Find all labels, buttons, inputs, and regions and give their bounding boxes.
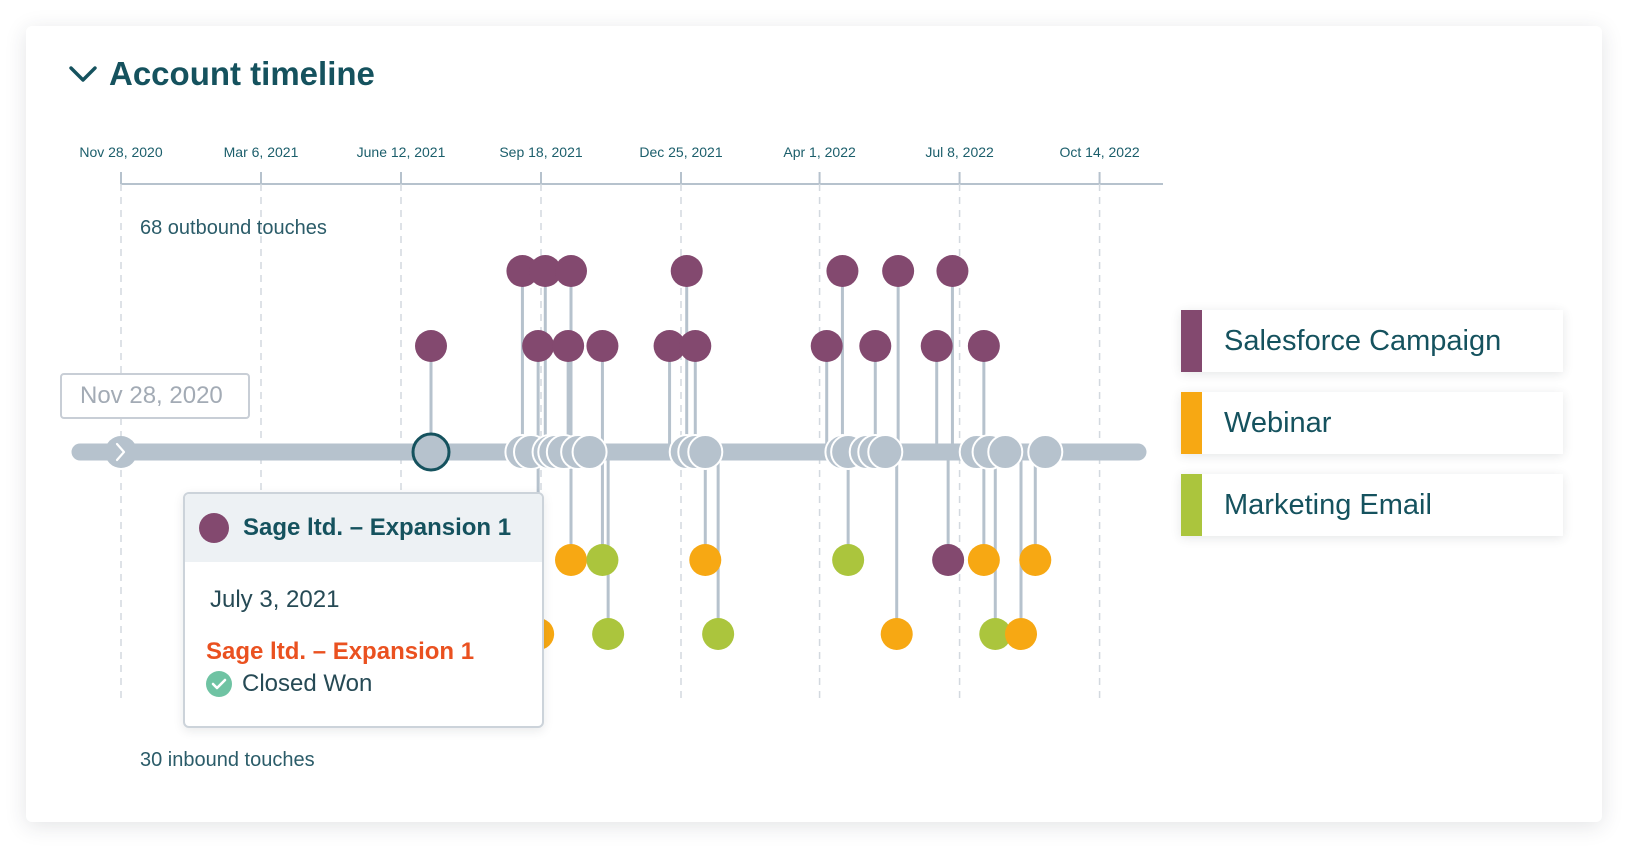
touch-point-salesforce[interactable] bbox=[826, 255, 859, 287]
touch-point-salesforce[interactable] bbox=[920, 330, 953, 362]
timeline-node[interactable] bbox=[867, 434, 904, 470]
tooltip-title: Sage ltd. – Expansion 1 bbox=[243, 514, 512, 541]
check-circle-icon bbox=[206, 671, 232, 697]
touch-point-salesforce[interactable] bbox=[555, 255, 587, 287]
timeline-node[interactable] bbox=[1027, 434, 1064, 470]
opportunity-name-link[interactable]: Sage ltd. – Expansion 1 bbox=[206, 638, 475, 665]
status-label: Closed Won bbox=[242, 670, 373, 697]
legend-item-webinar[interactable]: Webinar bbox=[1181, 392, 1563, 454]
legend-swatch bbox=[1181, 310, 1202, 372]
salesforce-dot-icon bbox=[199, 513, 229, 543]
touch-point-salesforce[interactable] bbox=[936, 255, 969, 287]
tooltip-header: Sage ltd. – Expansion 1 bbox=[185, 494, 542, 562]
touch-point-email[interactable] bbox=[979, 618, 1012, 650]
touch-point-salesforce[interactable] bbox=[522, 330, 555, 362]
axis-tick-label: Oct 14, 2022 bbox=[1059, 144, 1139, 160]
touch-point-webinar[interactable] bbox=[880, 618, 913, 650]
axis-tick-label: Mar 6, 2021 bbox=[224, 144, 299, 160]
touch-point-email[interactable] bbox=[832, 544, 865, 576]
touch-point-webinar[interactable] bbox=[1005, 618, 1037, 650]
chevron-right-icon bbox=[115, 442, 126, 462]
axis-tick-label: June 12, 2021 bbox=[357, 144, 446, 160]
opportunity-status: Closed Won bbox=[206, 670, 372, 698]
touch-point-webinar[interactable] bbox=[1019, 544, 1052, 576]
axis-tick-label: Jul 8, 2022 bbox=[925, 144, 994, 160]
start-date-field[interactable]: Nov 28, 2020 bbox=[60, 373, 250, 419]
page-title: Account timeline bbox=[109, 55, 375, 92]
touch-point-salesforce[interactable] bbox=[932, 544, 965, 576]
outbound-touches-label: 68 outbound touches bbox=[140, 217, 327, 239]
touch-point-salesforce[interactable] bbox=[552, 330, 585, 362]
touch-point-webinar[interactable] bbox=[555, 544, 587, 576]
touch-point-salesforce[interactable] bbox=[586, 330, 619, 362]
touch-point-email[interactable] bbox=[592, 618, 625, 650]
touch-point-salesforce[interactable] bbox=[810, 330, 843, 362]
touch-point-salesforce[interactable] bbox=[415, 330, 447, 362]
selected-opportunity-node[interactable] bbox=[411, 432, 451, 472]
chevron-down-icon bbox=[69, 65, 97, 83]
touch-point-email[interactable] bbox=[702, 618, 735, 650]
legend-item-marketing-email[interactable]: Marketing Email bbox=[1181, 474, 1563, 536]
axis-tick-label: Dec 25, 2021 bbox=[639, 144, 722, 160]
touch-point-email[interactable] bbox=[586, 544, 619, 576]
tooltip-date: July 3, 2021 bbox=[210, 586, 340, 613]
inbound-touches-label: 30 inbound touches bbox=[140, 749, 315, 771]
touch-point-salesforce[interactable] bbox=[679, 330, 712, 362]
timeline-node[interactable] bbox=[987, 434, 1024, 470]
touch-point-salesforce[interactable] bbox=[670, 255, 703, 287]
axis-tick-label: Apr 1, 2022 bbox=[783, 144, 856, 160]
touch-point-salesforce[interactable] bbox=[882, 255, 915, 287]
legend-swatch bbox=[1181, 474, 1202, 536]
touch-point-salesforce[interactable] bbox=[859, 330, 892, 362]
legend-label: Webinar bbox=[1224, 406, 1332, 439]
touch-point-webinar[interactable] bbox=[967, 544, 1000, 576]
axis-tick-label: Sep 18, 2021 bbox=[499, 144, 583, 160]
opportunity-tooltip: Sage ltd. – Expansion 1 July 3, 2021 Sag… bbox=[183, 492, 544, 728]
touch-point-salesforce[interactable] bbox=[967, 330, 1000, 362]
timeline-node[interactable] bbox=[687, 434, 724, 470]
touch-point-salesforce[interactable] bbox=[653, 330, 686, 362]
timeline-node[interactable] bbox=[571, 434, 608, 470]
legend-item-salesforce-campaign[interactable]: Salesforce Campaign bbox=[1181, 310, 1563, 372]
axis-tick-label: Nov 28, 2020 bbox=[79, 144, 162, 160]
touch-point-webinar[interactable] bbox=[689, 544, 722, 576]
timeline-header-toggle[interactable]: Account timeline bbox=[69, 52, 375, 96]
legend-label: Marketing Email bbox=[1224, 488, 1432, 521]
touch-point-salesforce[interactable] bbox=[529, 255, 562, 287]
legend-swatch bbox=[1181, 392, 1202, 454]
legend-label: Salesforce Campaign bbox=[1224, 324, 1502, 357]
scroll-left-button[interactable] bbox=[105, 436, 137, 468]
touch-point-salesforce[interactable] bbox=[506, 255, 539, 287]
